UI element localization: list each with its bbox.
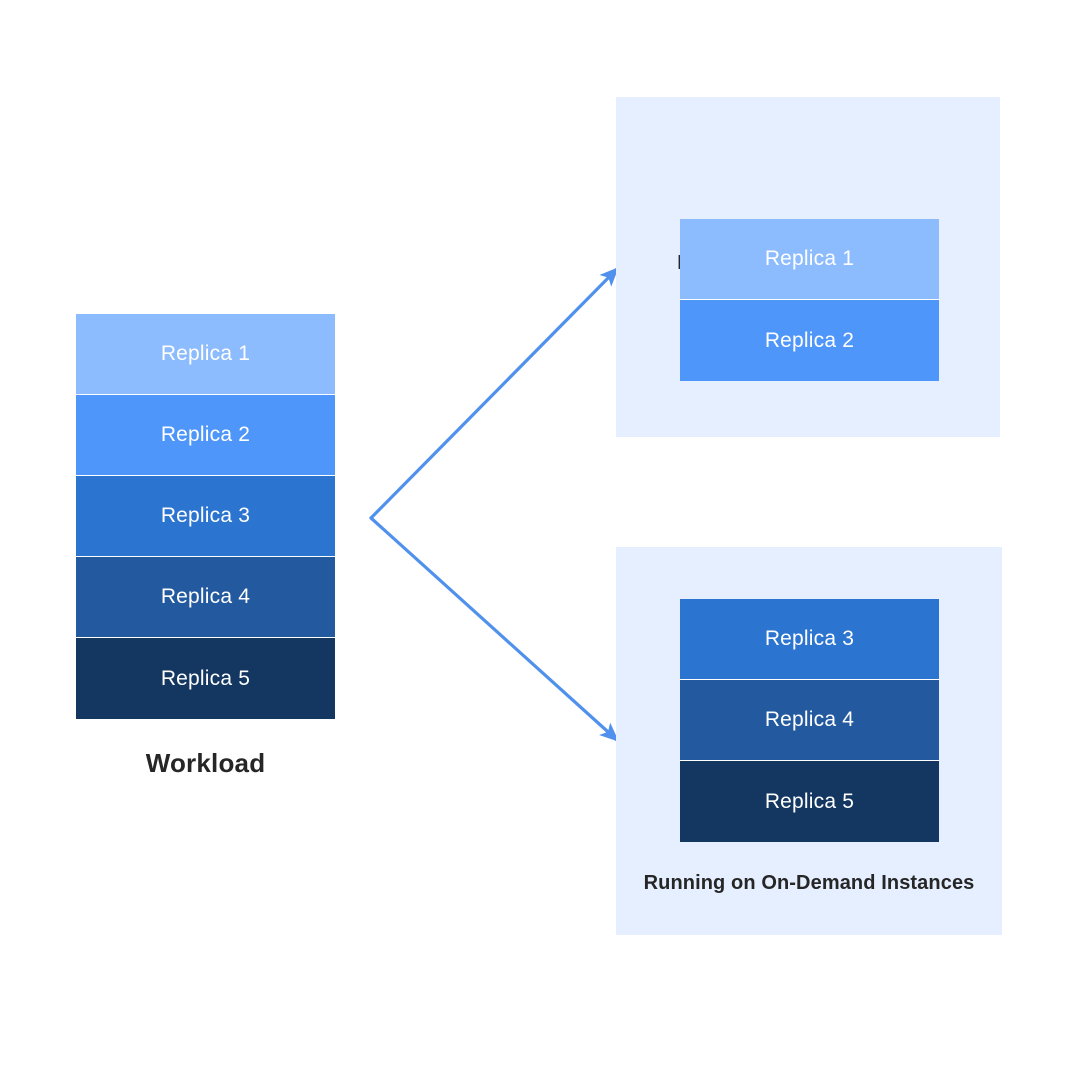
panel-ondemand-replica-stack: Replica 3 Replica 4 Replica 5 <box>680 599 939 842</box>
ondemand-replica-5[interactable]: Replica 5 <box>680 761 939 842</box>
panel-ondemand-instances: Replica 3 Replica 4 Replica 5 Running on… <box>616 547 1002 935</box>
workload-replica-4[interactable]: Replica 4 <box>76 557 335 638</box>
workload-replica-3[interactable]: Replica 3 <box>76 476 335 557</box>
arrow-to-ondemand <box>369 516 619 742</box>
arrow-to-spot <box>369 267 619 520</box>
panel-ondemand-title: Running on On-Demand Instances <box>643 872 975 894</box>
workload-replica-3-label: Replica 3 <box>160 504 251 527</box>
workload-replica-1[interactable]: Replica 1 <box>76 314 335 395</box>
ondemand-replica-5-label: Replica 5 <box>764 789 855 813</box>
spot-replica-2-label: Replica 2 <box>764 328 855 352</box>
workload-group: Replica 1 Replica 2 Replica 3 Replica 4 … <box>76 314 335 719</box>
spot-replica-2[interactable]: Replica 2 <box>680 300 939 381</box>
workload-replica-1-label: Replica 1 <box>160 342 251 365</box>
ondemand-replica-3-label: Replica 3 <box>764 627 855 650</box>
workload-label: Workload <box>145 748 266 778</box>
spot-replica-1-label: Replica 1 <box>764 247 855 270</box>
ondemand-replica-4[interactable]: Replica 4 <box>680 680 939 761</box>
workload-replica-2[interactable]: Replica 2 <box>76 395 335 476</box>
spot-replica-1[interactable]: Replica 1 <box>680 219 939 300</box>
panel-spot-replica-stack: Replica 1 Replica 2 <box>680 219 939 381</box>
workload-replica-5-label: Replica 5 <box>160 666 251 690</box>
ondemand-replica-4-label: Replica 4 <box>764 708 855 731</box>
workload-replica-2-label: Replica 2 <box>160 423 251 446</box>
ondemand-replica-3[interactable]: Replica 3 <box>680 599 939 680</box>
workload-replica-4-label: Replica 4 <box>160 585 251 608</box>
workload-replica-5[interactable]: Replica 5 <box>76 638 335 719</box>
panel-spot-instances: Running on Spot Instances Replica 1 Repl… <box>616 97 1000 437</box>
workload-replica-stack: Replica 1 Replica 2 Replica 3 Replica 4 … <box>76 314 335 719</box>
